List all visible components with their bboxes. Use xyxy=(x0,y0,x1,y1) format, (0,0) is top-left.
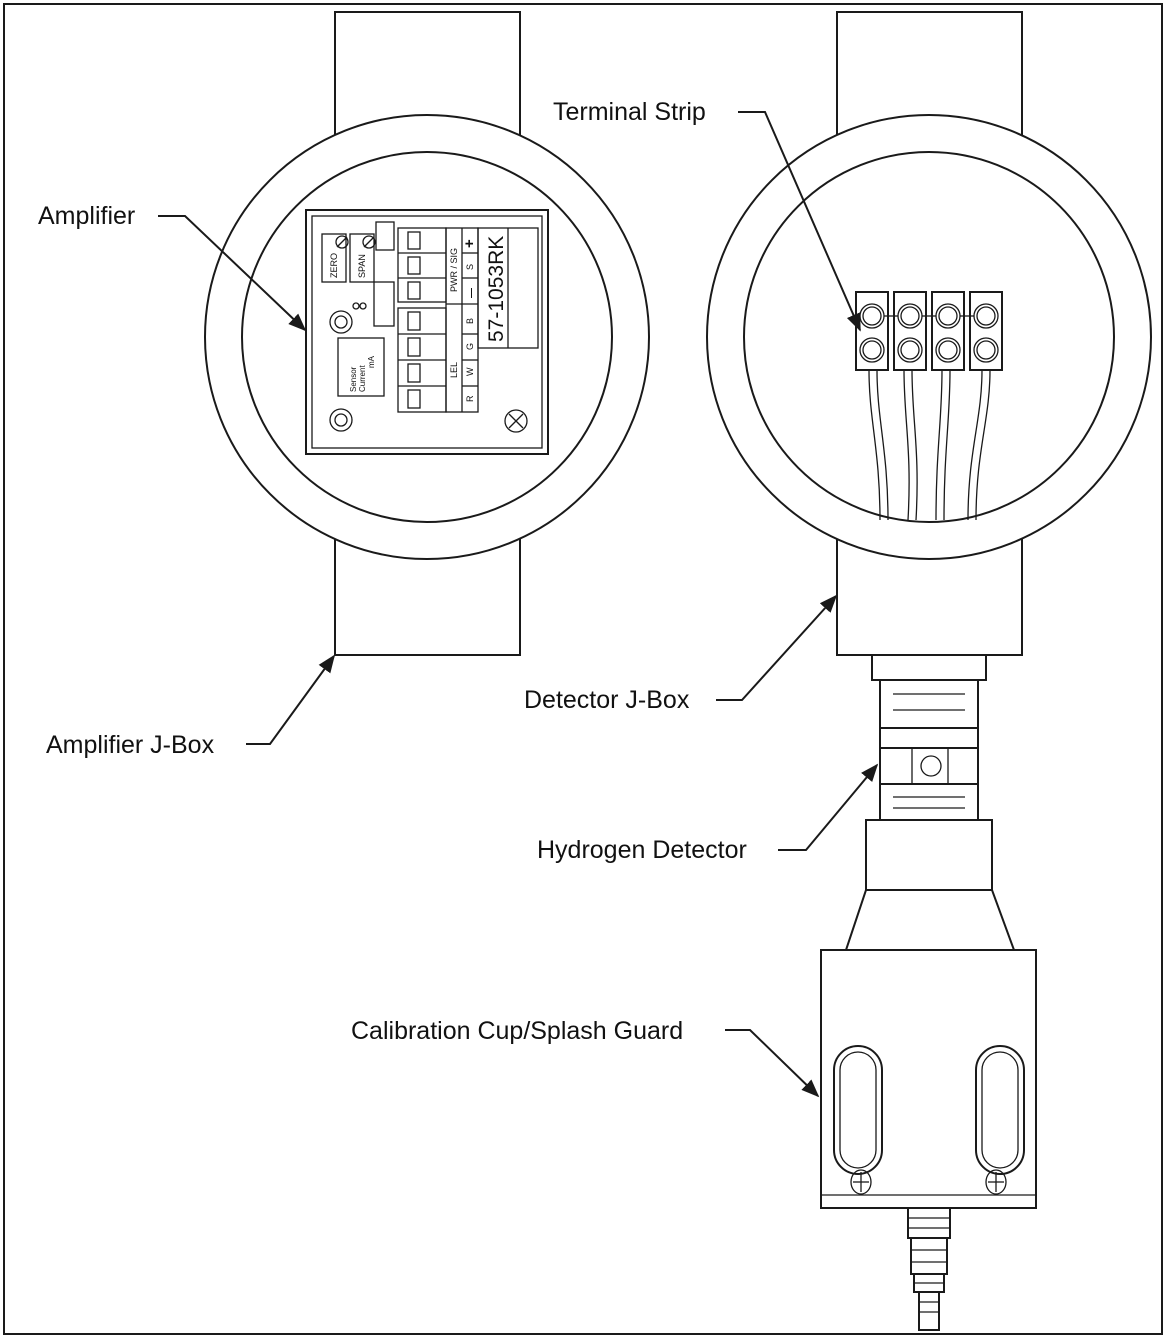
svg-text:S: S xyxy=(465,264,475,270)
screw-icon xyxy=(985,1169,1007,1195)
mounting-hole-icon xyxy=(329,408,353,432)
detector-jbox xyxy=(706,11,1152,656)
screw-icon xyxy=(504,409,528,433)
mounting-hole-icon xyxy=(329,310,353,334)
detector-port-icon xyxy=(920,755,942,777)
calibration-cup xyxy=(820,949,1037,1209)
svg-text:Current: Current xyxy=(358,365,367,392)
svg-text:+: + xyxy=(461,239,478,248)
svg-text:Sensor: Sensor xyxy=(349,366,358,392)
terminal-strip xyxy=(855,291,1003,371)
figure-border xyxy=(3,3,1163,1335)
part-number: 57-1053RK xyxy=(485,236,508,342)
detector-jbox-inner-ring xyxy=(743,151,1115,523)
amplifier-label: Amplifier xyxy=(38,202,135,230)
amplifier-board: ZERO SPAN Sensor Current mA xyxy=(305,209,549,455)
sensor-current-testpoint xyxy=(337,337,385,397)
hydrogen-detector-label: Hydrogen Detector xyxy=(537,836,747,864)
span-pot[interactable] xyxy=(349,233,375,283)
terminal-strip-block xyxy=(855,291,889,371)
svg-text:W: W xyxy=(465,367,475,376)
callout-detector-jbox: Detector J-Box xyxy=(524,594,838,714)
hydrogen-detector xyxy=(844,654,1016,951)
callout-hydrogen-detector: Hydrogen Detector xyxy=(537,763,879,864)
callout-calibration-cup: Calibration Cup/Splash Guard xyxy=(351,1017,820,1098)
amplifier-jbox-inner-ring xyxy=(241,151,613,523)
svg-text:G: G xyxy=(465,343,475,350)
svg-text:—: — xyxy=(466,288,477,298)
zero-label: ZERO xyxy=(329,253,339,278)
detector-wires xyxy=(868,369,991,521)
svg-text:mA: mA xyxy=(367,355,376,368)
amplifier-jbox-label: Amplifier J-Box xyxy=(46,731,215,759)
terminal-strip-block xyxy=(893,291,927,371)
calibration-cup-label: Calibration Cup/Splash Guard xyxy=(351,1017,683,1045)
pwr-sig-label: PWR / SIG xyxy=(449,248,459,292)
detector-jbox-label: Detector J-Box xyxy=(524,686,690,714)
zero-pot[interactable] xyxy=(321,233,347,283)
calibration-fitting xyxy=(907,1207,951,1331)
svg-text:B: B xyxy=(465,318,475,324)
callout-amplifier-jbox: Amplifier J-Box xyxy=(46,654,336,759)
callout-amplifier: Amplifier xyxy=(38,202,307,332)
terminal-strip-block xyxy=(931,291,965,371)
terminal-strip-label: Terminal Strip xyxy=(553,98,706,126)
svg-text:R: R xyxy=(465,395,475,402)
terminal-strip-block xyxy=(969,291,1003,371)
lel-label: LEL xyxy=(449,362,459,378)
span-label: SPAN xyxy=(357,254,367,278)
screw-icon xyxy=(850,1169,872,1195)
callout-terminal-strip: Terminal Strip xyxy=(553,98,861,332)
